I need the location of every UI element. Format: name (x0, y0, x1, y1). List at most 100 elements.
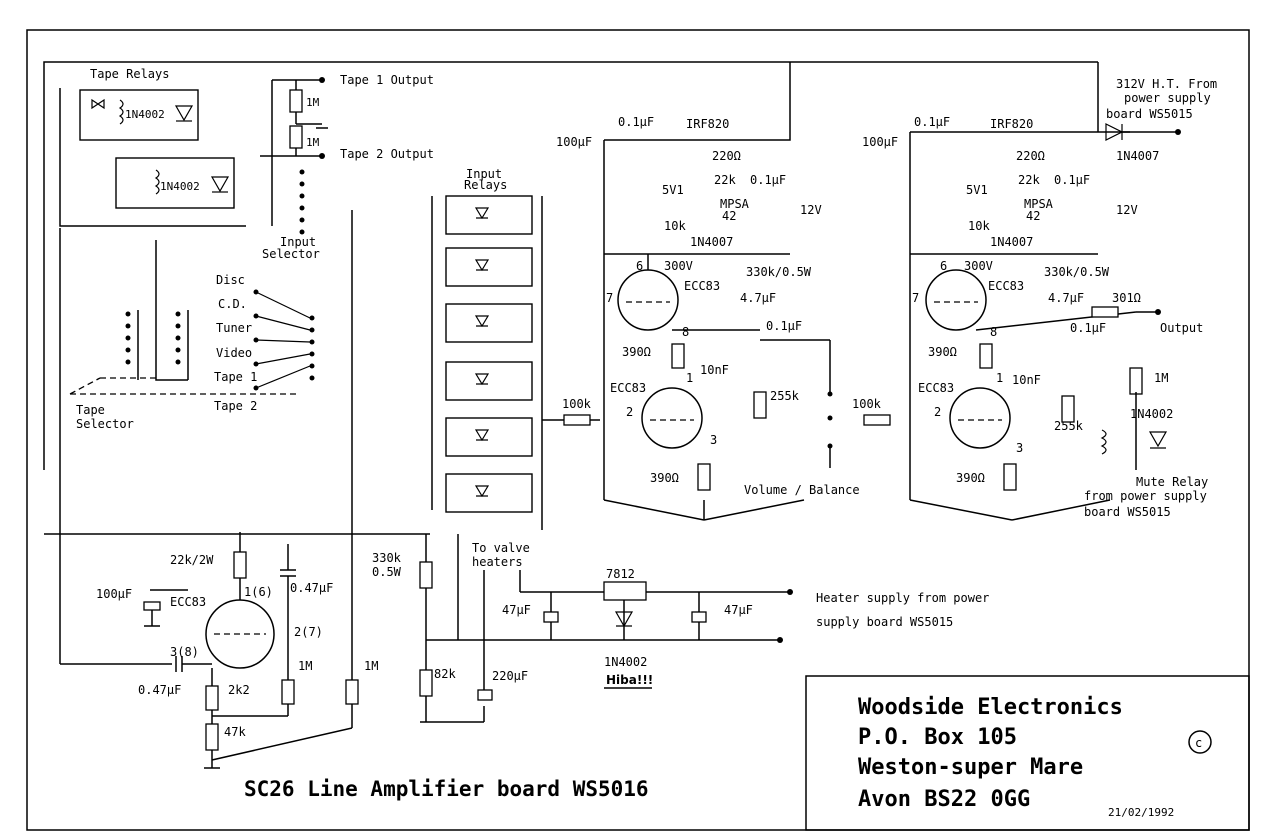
svg-text:4.7µF: 4.7µF (740, 291, 776, 305)
heater-supply-label-2: supply board WS5015 (816, 615, 953, 629)
svg-text:7: 7 (606, 291, 613, 305)
tape-relay-2 (115, 157, 235, 209)
mute-relay-label-3: board WS5015 (1084, 505, 1171, 519)
svg-text:0.1µF: 0.1µF (1070, 321, 1106, 335)
svg-text:1M: 1M (1154, 371, 1168, 385)
svg-text:220Ω: 220Ω (712, 149, 741, 163)
board-title: SC26 Line Amplifier board WS5016 (244, 777, 649, 801)
drawing-date: 21/02/1992 (1108, 806, 1174, 819)
svg-text:6: 6 (636, 259, 643, 273)
heater-supply-label-1: Heater supply from power (816, 591, 989, 605)
ht-supply-label-1: 312V H.T. From (1116, 77, 1217, 91)
svg-text:0.5W: 0.5W (372, 565, 402, 579)
ht-supply-label-2: power supply (1124, 91, 1211, 105)
svg-text:1M: 1M (364, 659, 378, 673)
svg-text:1(6): 1(6) (244, 585, 273, 599)
svg-text:255k: 255k (770, 389, 800, 403)
svg-text:220Ω: 220Ω (1016, 149, 1045, 163)
selector-dots-left (299, 169, 305, 235)
heater-supply: 330k 0.5W 82k 220µF To valve heaters 781… (372, 534, 989, 723)
svg-text:12V: 12V (1116, 203, 1138, 217)
source-video: Video (216, 346, 252, 360)
mute-relay-label-2: from power supply (1084, 489, 1207, 503)
svg-text:6: 6 (940, 259, 947, 273)
input-selector-label-2: Selector (262, 247, 320, 261)
svg-text:3: 3 (710, 433, 717, 447)
svg-text:0.47µF: 0.47µF (138, 683, 181, 697)
svg-text:42: 42 (1026, 209, 1040, 223)
tape-relay-2-diode-label: 1N4002 (160, 180, 200, 193)
channel-right: 100µF 0.1µF IRF820 220Ω 5V1 22k 0.1µF MP… (790, 61, 1217, 521)
tape2-output-label: Tape 2 Output (340, 147, 434, 161)
svg-text:ECC83: ECC83 (684, 279, 720, 293)
svg-text:2(7): 2(7) (294, 625, 323, 639)
source-tape2: Tape 2 (214, 399, 257, 413)
input-relays: Input Relays (431, 167, 600, 530)
tape-relay-1 (79, 89, 199, 141)
info-block: Woodside Electronics P.O. Box 105 Weston… (805, 675, 1250, 831)
tape-relay-section: Tape Relays 1N4002 1N4002 Tape 1 Output … (43, 61, 790, 470)
svg-text:1: 1 (686, 371, 693, 385)
svg-text:0.47µF: 0.47µF (290, 581, 333, 595)
input-relays-label-2: Relays (464, 178, 507, 192)
svg-text:2k2: 2k2 (228, 683, 250, 697)
to-valve-label-2: heaters (472, 555, 523, 569)
svg-text:100µF: 100µF (96, 587, 132, 601)
tape-relay-1-diode-label: 1N4002 (125, 108, 165, 121)
svg-text:ECC83: ECC83 (918, 381, 954, 395)
svg-text:1M: 1M (306, 136, 320, 149)
svg-text:301Ω: 301Ω (1112, 291, 1141, 305)
company-address-2: Weston-super Mare (858, 755, 1083, 780)
svg-text:12V: 12V (800, 203, 822, 217)
mute-relay-label-1: Mute Relay (1136, 475, 1208, 489)
svg-text:0.1µF: 0.1µF (766, 319, 802, 333)
svg-text:100k: 100k (562, 397, 592, 411)
output-label: Output (1160, 321, 1203, 335)
svg-text:IRF820: IRF820 (686, 117, 729, 131)
source-tuner: Tuner (216, 321, 252, 335)
svg-text:47µF: 47µF (724, 603, 753, 617)
svg-text:2: 2 (934, 405, 941, 419)
input-selector-label-1: Input (280, 235, 316, 249)
svg-text:300V: 300V (964, 259, 993, 273)
svg-text:3(8): 3(8) (170, 645, 199, 659)
svg-text:390Ω: 390Ω (622, 345, 651, 359)
svg-text:390Ω: 390Ω (956, 471, 985, 485)
svg-text:82k: 82k (434, 667, 456, 681)
svg-text:10nF: 10nF (700, 363, 729, 377)
company-address-1: P.O. Box 105 (858, 725, 1017, 750)
svg-text:0.1µF: 0.1µF (1054, 173, 1090, 187)
svg-text:7: 7 (912, 291, 919, 305)
svg-text:5V1: 5V1 (966, 183, 988, 197)
svg-text:42: 42 (722, 209, 736, 223)
svg-text:1N4007: 1N4007 (990, 235, 1033, 249)
volume-balance-label: Volume / Balance (744, 483, 860, 497)
svg-text:1N4007: 1N4007 (1116, 149, 1159, 163)
svg-text:100k: 100k (852, 397, 882, 411)
svg-text:22k/2W: 22k/2W (170, 553, 214, 567)
svg-text:330k: 330k (372, 551, 402, 565)
svg-text:1N4007: 1N4007 (690, 235, 733, 249)
svg-text:ECC83: ECC83 (988, 279, 1024, 293)
channel-left: 100µF 0.1µF IRF820 220Ω 5V1 22k 0.1µF MP… (556, 62, 860, 521)
svg-text:1M: 1M (298, 659, 312, 673)
svg-text:0.1µF: 0.1µF (618, 115, 654, 129)
svg-text:7812: 7812 (606, 567, 635, 581)
svg-text:10k: 10k (968, 219, 990, 233)
ht-supply-label-3: board WS5015 (1106, 107, 1193, 121)
frame-border (26, 29, 1250, 831)
svg-text:390Ω: 390Ω (650, 471, 679, 485)
svg-text:100µF: 100µF (862, 135, 898, 149)
svg-text:ECC83: ECC83 (170, 595, 206, 609)
svg-text:300V: 300V (664, 259, 693, 273)
tape1-output-label: Tape 1 Output (340, 73, 434, 87)
source-disc: Disc (216, 273, 245, 287)
company-name: Woodside Electronics (858, 695, 1123, 720)
svg-text:330k/0.5W: 330k/0.5W (746, 265, 812, 279)
svg-text:IRF820: IRF820 (990, 117, 1033, 131)
svg-text:8: 8 (682, 325, 689, 339)
svg-text:1N4002: 1N4002 (604, 655, 647, 669)
svg-text:1N4002: 1N4002 (1130, 407, 1173, 421)
tape-selector-label-2: Selector (76, 417, 134, 431)
